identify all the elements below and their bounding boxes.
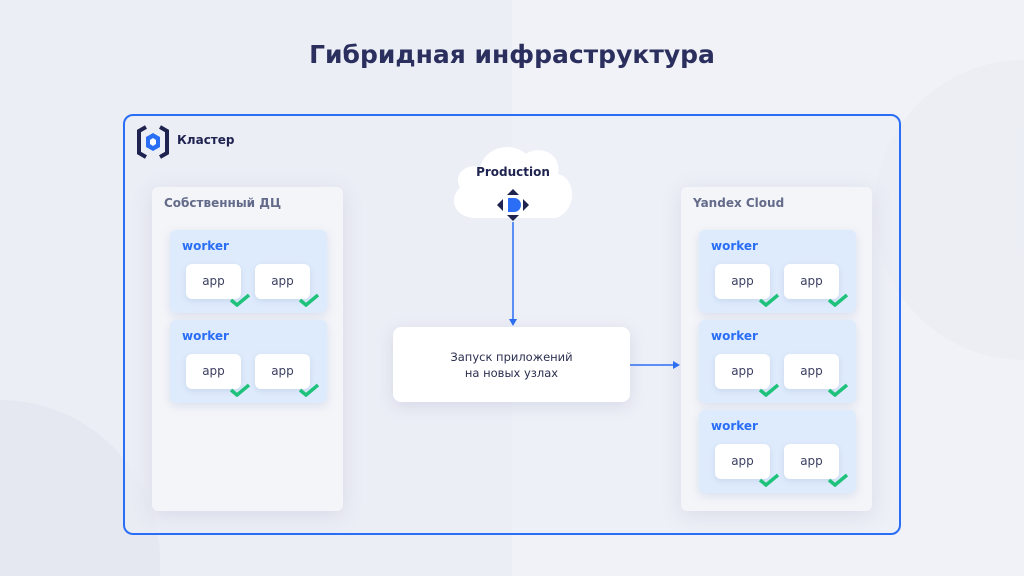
app-card: app bbox=[784, 264, 849, 307]
launch-line-1: Запуск приложений bbox=[450, 350, 573, 364]
cluster-logo-icon bbox=[137, 125, 169, 159]
production-cloud bbox=[453, 146, 572, 218]
worker-node: worker app app bbox=[699, 230, 856, 313]
worker-node: worker app app bbox=[699, 410, 856, 493]
check-icon bbox=[298, 293, 320, 307]
worker-label: worker bbox=[182, 239, 229, 253]
page-title: Гибридная инфраструктура bbox=[309, 40, 715, 69]
worker-label: worker bbox=[711, 419, 758, 433]
cloud-label: Production bbox=[476, 165, 550, 179]
worker-node: worker app app bbox=[699, 320, 856, 403]
check-icon bbox=[827, 383, 849, 397]
check-icon bbox=[758, 473, 780, 487]
launch-apps-box: Запуск приложений на новых узлах bbox=[393, 327, 630, 402]
check-icon bbox=[298, 383, 320, 397]
worker-label: worker bbox=[182, 329, 229, 343]
deploy-icon bbox=[497, 189, 529, 221]
check-icon bbox=[229, 383, 251, 397]
check-icon bbox=[827, 473, 849, 487]
check-icon bbox=[827, 293, 849, 307]
worker-node: worker app app bbox=[170, 320, 327, 403]
launch-line-2: на новых узлах bbox=[464, 366, 559, 380]
app-card: app bbox=[255, 264, 320, 307]
own-datacenter-panel: Собственный ДЦ worker app app worker app… bbox=[152, 187, 343, 511]
worker-node: worker app app bbox=[170, 230, 327, 313]
cluster-label: Кластер bbox=[177, 133, 235, 147]
app-card: app bbox=[715, 264, 780, 307]
app-card: app bbox=[784, 444, 849, 487]
worker-label: worker bbox=[711, 239, 758, 253]
check-icon bbox=[229, 293, 251, 307]
app-card: app bbox=[186, 264, 251, 307]
panel-title: Yandex Cloud bbox=[693, 196, 785, 210]
panel-title: Собственный ДЦ bbox=[164, 196, 282, 210]
app-card: app bbox=[715, 354, 780, 397]
app-card: app bbox=[255, 354, 320, 397]
app-card: app bbox=[715, 444, 780, 487]
app-card: app bbox=[784, 354, 849, 397]
worker-label: worker bbox=[711, 329, 758, 343]
yandex-cloud-panel: Yandex Cloud worker app app worker app a… bbox=[681, 187, 872, 511]
check-icon bbox=[758, 293, 780, 307]
app-card: app bbox=[186, 354, 251, 397]
check-icon bbox=[758, 383, 780, 397]
